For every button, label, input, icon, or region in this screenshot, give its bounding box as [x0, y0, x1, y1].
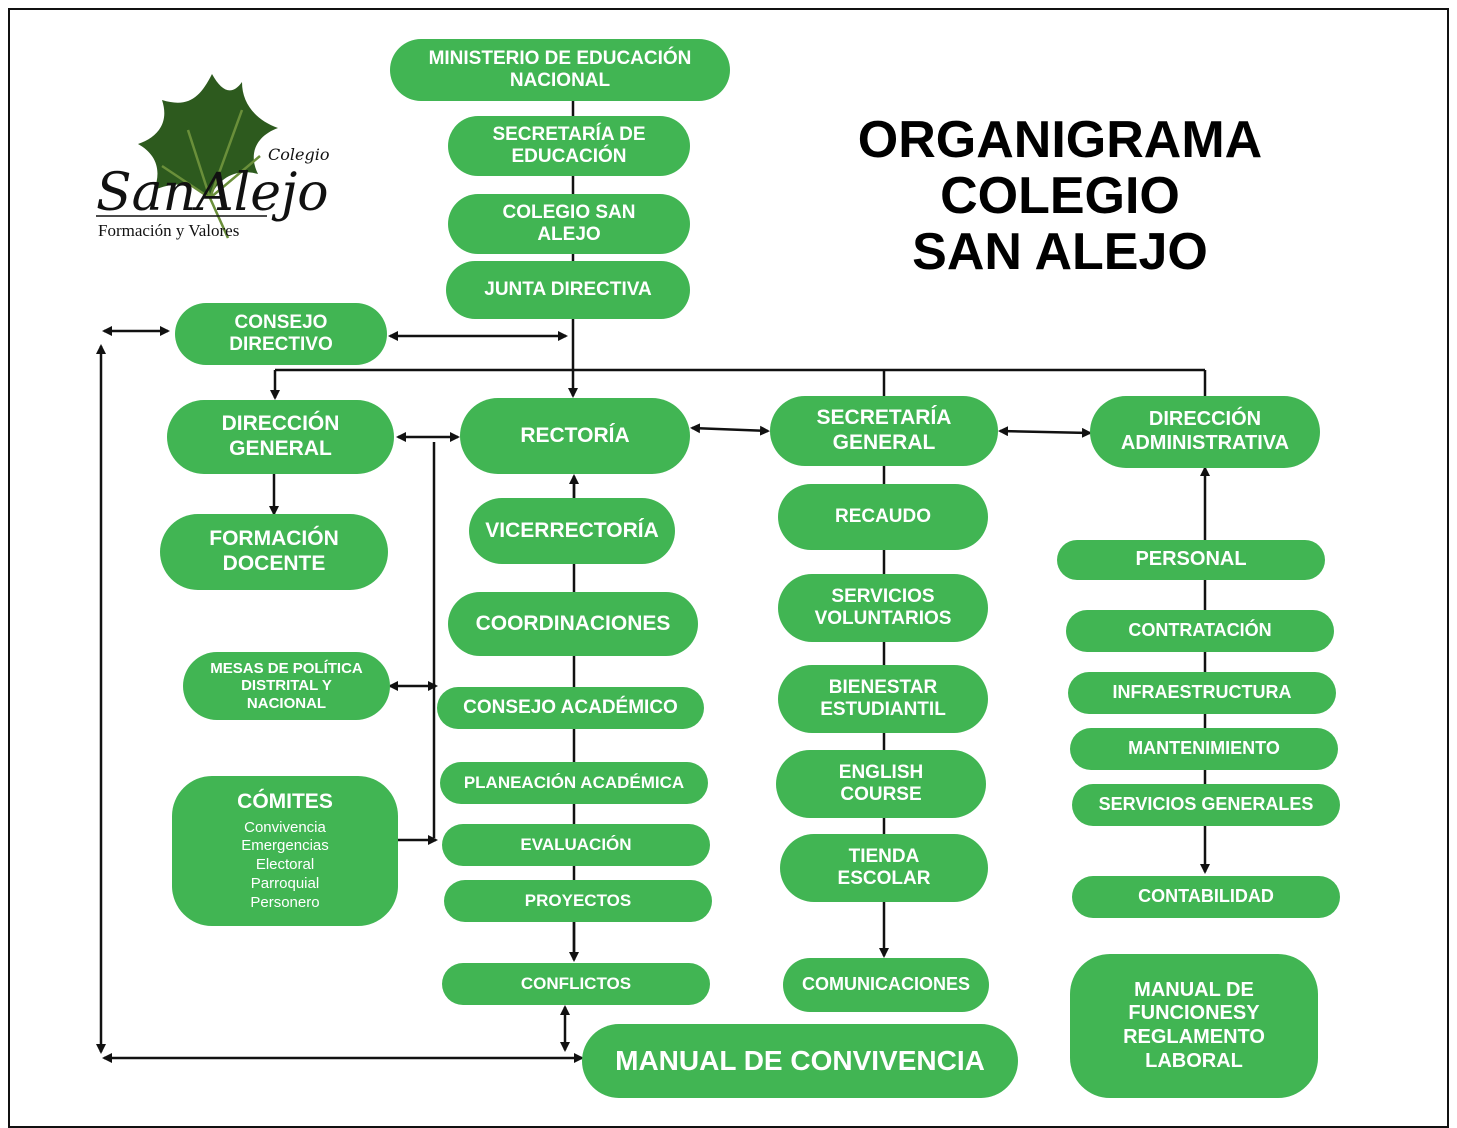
node-consejo-academico: CONSEJO ACADÉMICO: [437, 687, 704, 729]
comites-items: Convivencia Emergencias Electoral Parroq…: [241, 818, 329, 911]
page-title: ORGANIGRAMA COLEGIO SAN ALEJO: [857, 111, 1263, 281]
svg-text:SanAlejo: SanAlejo: [96, 163, 329, 223]
node-formacion-docente: FORMACIÓN DOCENTE: [160, 514, 388, 590]
node-direccion-administrativa: DIRECCIÓN ADMINISTRATIVA: [1090, 396, 1320, 468]
node-colegio: COLEGIO SAN ALEJO: [448, 194, 690, 254]
node-consejo-directivo: CONSEJO DIRECTIVO: [175, 303, 387, 365]
node-manual-convivencia: MANUAL DE CONVIVENCIA: [582, 1024, 1018, 1098]
node-mesas-politica: MESAS DE POLÍTICA DISTRITAL Y NACIONAL: [183, 652, 390, 720]
arrow-secretaria-administrativa: [998, 426, 1092, 438]
node-contabilidad: CONTABILIDAD: [1072, 876, 1340, 918]
node-junta-directiva: JUNTA DIRECTIVA: [446, 261, 690, 319]
node-proyectos: PROYECTOS: [444, 880, 712, 922]
node-infraestructura: INFRAESTRUCTURA: [1068, 672, 1336, 714]
node-direccion-general: DIRECCIÓN GENERAL: [167, 400, 394, 474]
node-conflictos: CONFLICTOS: [442, 963, 710, 1005]
node-tienda-escolar: TIENDA ESCOLAR: [780, 834, 988, 902]
node-manual-funciones: MANUAL DE FUNCIONESY REGLAMENTO LABORAL: [1070, 954, 1318, 1098]
node-secretaria-educacion: SECRETARÍA DE EDUCACIÓN: [448, 116, 690, 176]
node-coordinaciones: COORDINACIONES: [448, 592, 698, 656]
node-mantenimiento: MANTENIMIENTO: [1070, 728, 1338, 770]
node-evaluacion: EVALUACIÓN: [442, 824, 710, 866]
node-vicerrectoria: VICERRECTORÍA: [469, 498, 675, 564]
comites-label: CÓMITES: [237, 789, 333, 813]
node-comunicaciones: COMUNICACIONES: [783, 958, 989, 1012]
node-contratacion: CONTRATACIÓN: [1066, 610, 1334, 652]
arrow-rectoria-secretaria: [690, 423, 770, 436]
node-recaudo: RECAUDO: [778, 484, 988, 550]
node-planeacion-academica: PLANEACIÓN ACADÉMICA: [440, 762, 708, 804]
colegio-san-alejo-logo: Colegio SanAlejo Formación y Valores: [96, 74, 329, 240]
node-bienestar-estudiantil: BIENESTAR ESTUDIANTIL: [778, 665, 988, 733]
node-english-course: ENGLISH COURSE: [776, 750, 986, 818]
svg-text:Colegio: Colegio: [268, 145, 329, 164]
svg-text:Formación y Valores: Formación y Valores: [98, 221, 239, 240]
node-personal: PERSONAL: [1057, 540, 1325, 580]
node-secretaria-general: SECRETARÍA GENERAL: [770, 396, 998, 466]
node-servicios-voluntarios: SERVICIOS VOLUNTARIOS: [778, 574, 988, 642]
ivy-leaf-icon: [138, 74, 278, 239]
node-ministerio: MINISTERIO DE EDUCACIÓN NACIONAL: [390, 39, 730, 101]
node-rectoria: RECTORÍA: [460, 398, 690, 474]
node-comites: CÓMITES Convivencia Emergencias Electora…: [172, 776, 398, 926]
node-servicios-generales: SERVICIOS GENERALES: [1072, 784, 1340, 826]
